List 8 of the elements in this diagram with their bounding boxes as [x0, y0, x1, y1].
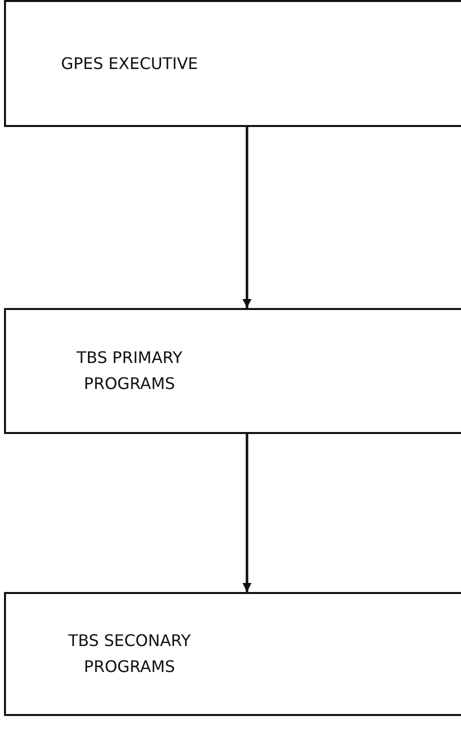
process-box: [4, 592, 461, 716]
box-label: TBS PRIMARY PROGRAMS: [76, 347, 184, 395]
arrow: [242, 434, 252, 592]
arrow: [242, 127, 252, 308]
process-box: [4, 308, 461, 434]
box-label: TBS SECONARY PROGRAMS: [67, 630, 192, 678]
box-label: GPES EXECUTIVE: [60, 52, 199, 75]
process-box: [4, 0, 461, 127]
